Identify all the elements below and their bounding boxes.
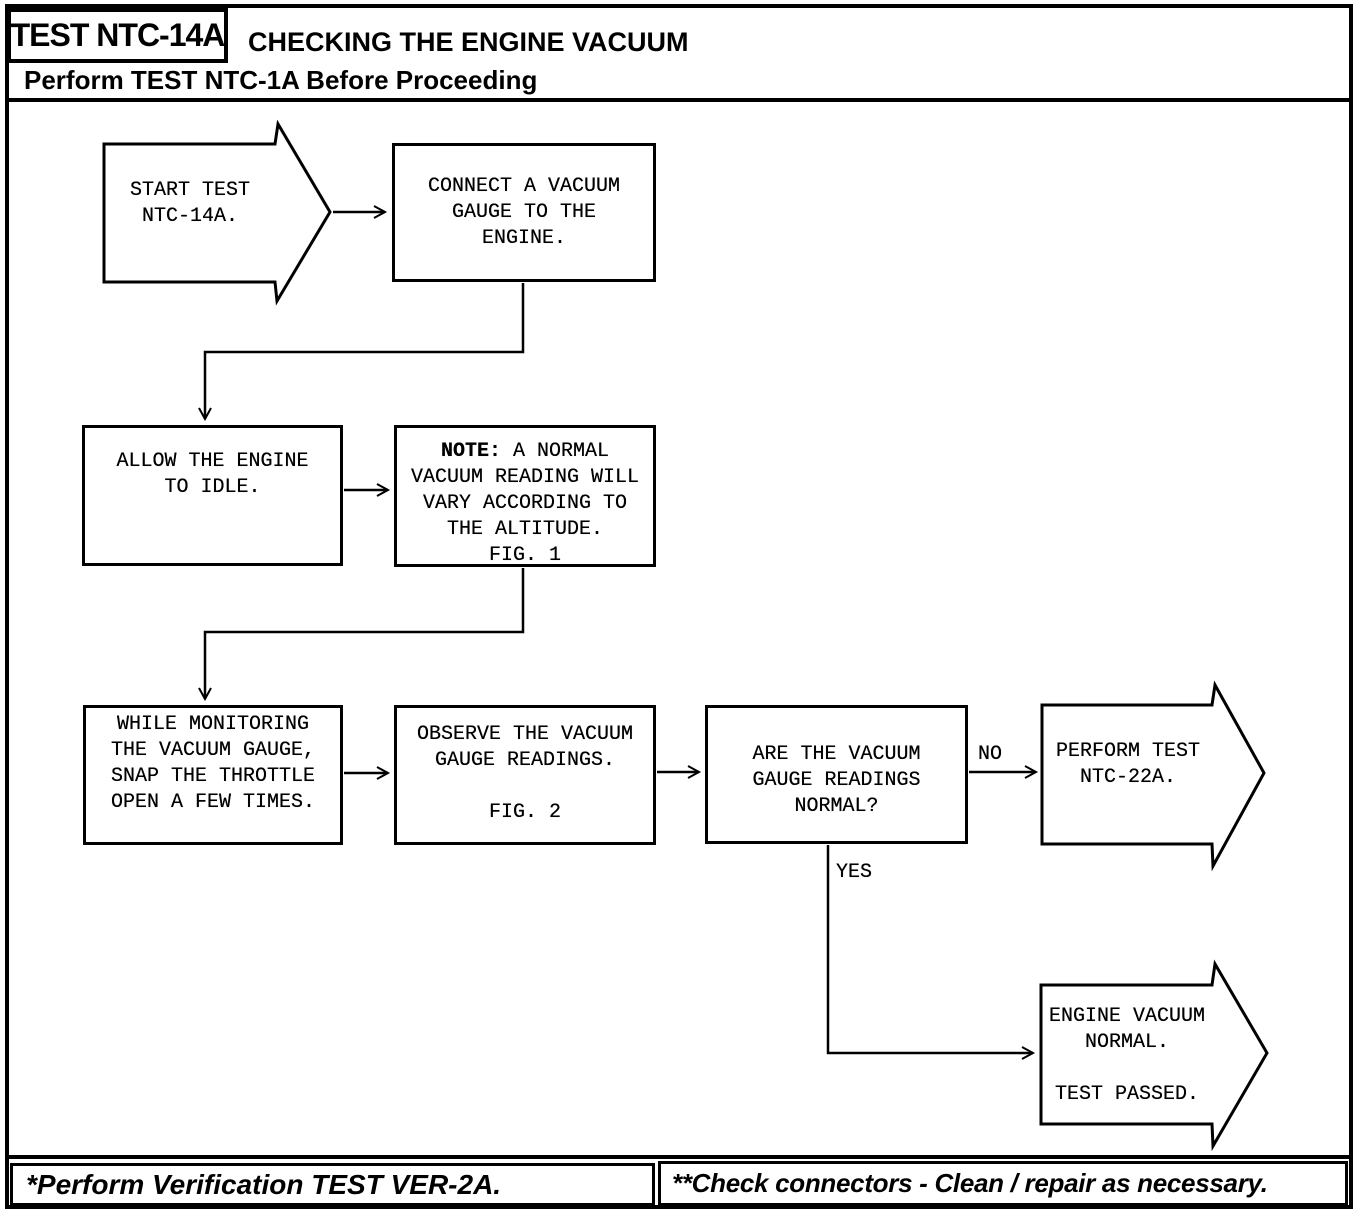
footer-note-connectors: **Check connectors - Clean / repair as n… <box>658 1161 1348 1206</box>
footer-divider <box>5 1155 1353 1159</box>
pass-terminator-shape <box>1039 959 1269 1152</box>
footer-note-verification: *Perform Verification TEST VER-2A. <box>10 1163 655 1206</box>
note-label: NOTE: <box>440 440 501 463</box>
process-box-snap-throttle: WHILE MONITORING THE VACUUM GAUGE, SNAP … <box>83 705 343 845</box>
page-title: CHECKING THE ENGINE VACUUM <box>248 27 689 57</box>
footer-note-verification-text: *Perform Verification TEST VER-2A. <box>26 1168 502 1200</box>
start-terminator-shape <box>102 119 332 306</box>
note-box-vacuum-reading-altitude: NOTE: A NORMAL VACUUM READING WILL VARY … <box>394 425 656 567</box>
note-body: A NORMAL VACUUM READING WILL VARY ACCORD… <box>410 440 640 567</box>
process-box-allow-engine-idle: ALLOW THE ENGINE TO IDLE. <box>82 425 343 566</box>
footer-note-connectors-text: **Check connectors - Clean / repair as n… <box>672 1168 1268 1198</box>
page-subtitle: Perform TEST NTC-1A Before Proceeding <box>24 65 538 95</box>
pass-terminator-label: ENGINE VACUUM NORMAL. TEST PASSED. <box>1048 1005 1206 1106</box>
no-branch-label: NO <box>978 743 1003 766</box>
connector-note-to-monitor <box>198 568 525 702</box>
fail-terminator-label: PERFORM TEST NTC-22A. <box>1055 740 1201 789</box>
header-divider <box>5 98 1353 102</box>
start-terminator-label: START TEST NTC-14A. <box>129 179 251 228</box>
note-text: NOTE: A NORMAL VACUUM READING WILL VARY … <box>397 439 653 569</box>
process-box-connect-vacuum-gauge: CONNECT A VACUUM GAUGE TO THE ENGINE. <box>392 143 656 282</box>
connector-connect-to-idle <box>198 283 525 422</box>
test-id-label: TEST NTC-14A <box>10 17 226 53</box>
test-id-box: TEST NTC-14A <box>7 8 228 63</box>
process-box-observe-readings: OBSERVE THE VACUUM GAUGE READINGS. FIG. … <box>394 705 656 845</box>
connector-decision-yes-to-pass <box>826 845 1036 1060</box>
decision-box-readings-normal: ARE THE VACUUM GAUGE READINGS NORMAL? <box>705 705 968 844</box>
yes-branch-label: YES <box>836 861 873 884</box>
fail-terminator-shape <box>1040 680 1266 872</box>
